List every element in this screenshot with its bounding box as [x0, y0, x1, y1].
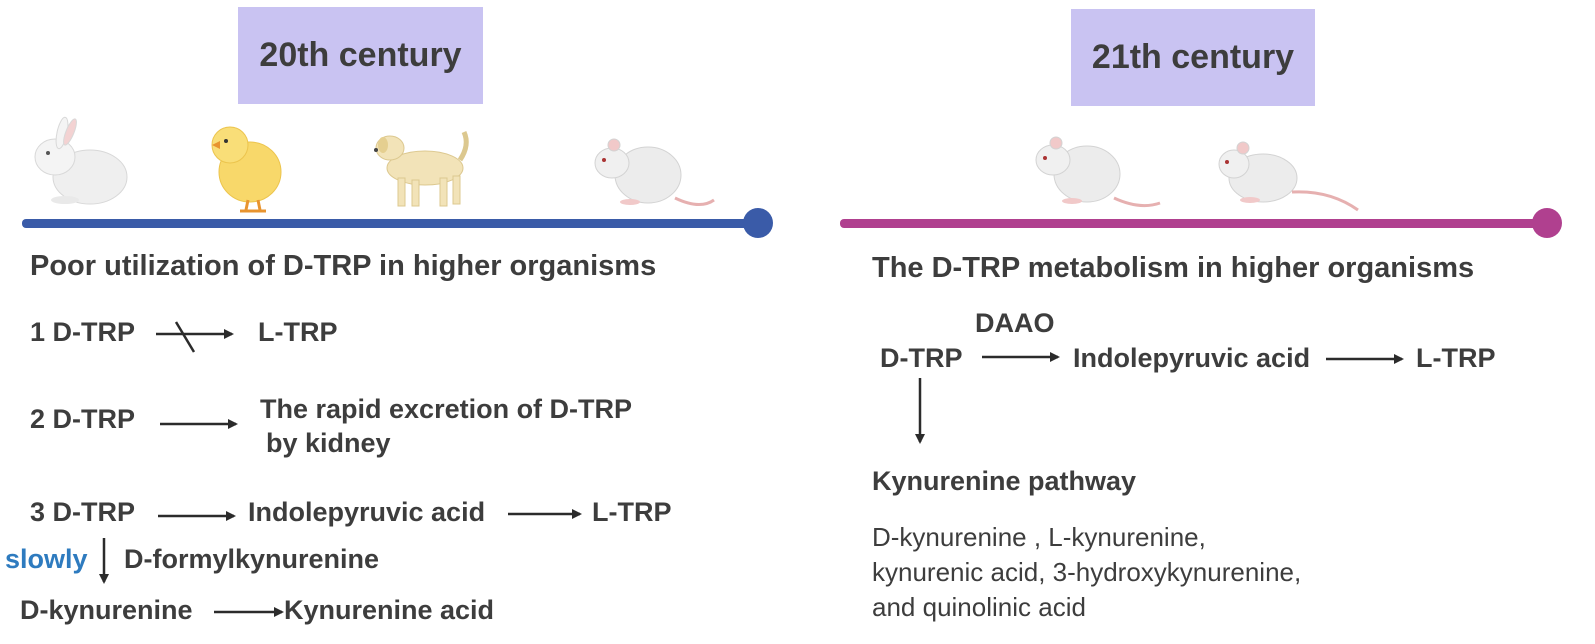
rat-icon — [594, 138, 715, 206]
timeline-end-dot-20th — [743, 208, 773, 238]
item2-from: 2 D-TRP — [30, 404, 136, 434]
right-mid: Indolepyruvic acid — [1073, 343, 1311, 373]
item3-bottom-from: D-kynurenine — [20, 595, 193, 625]
item1-to: L-TRP — [258, 317, 338, 347]
heading-20th: Poor utilization of D-TRP in higher orga… — [30, 250, 657, 282]
item3-from: 3 D-TRP — [30, 497, 136, 527]
products-line3: and quinolinic acid — [872, 592, 1086, 622]
item3-branch: D-formylkynurenine — [124, 544, 380, 574]
timeline-end-dot-21th — [1532, 208, 1562, 238]
item3-mid: Indolepyruvic acid — [248, 497, 486, 527]
pathway-label: Kynurenine pathway — [872, 466, 1137, 496]
era-label-21th: 21th century — [1091, 38, 1295, 76]
rabbit-icon — [34, 116, 128, 205]
era-box-21th: 21th century — [1071, 9, 1315, 106]
era-label-20th: 20th century — [259, 36, 462, 74]
rat-icon — [1035, 136, 1161, 208]
products-line1: D-kynurenine , L-kynurenine, — [872, 522, 1206, 552]
item2-to-line2: by kidney — [266, 428, 391, 458]
item2-to-line1: The rapid excretion of D-TRP — [260, 394, 633, 424]
enzyme-label: DAAO — [975, 308, 1055, 338]
item1-block-slash — [174, 321, 196, 353]
item3-bottom-to: Kynurenine acid — [284, 595, 495, 625]
mouse-icon — [1218, 141, 1359, 212]
era-box-20th: 20th century — [238, 7, 483, 104]
chick-icon — [211, 126, 282, 213]
right-from: D-TRP — [880, 343, 963, 373]
item3-to: L-TRP — [592, 497, 672, 527]
dog-icon — [374, 130, 469, 207]
timeline-20th — [22, 219, 757, 228]
timeline-21th — [840, 219, 1545, 228]
item1-from: 1 D-TRP — [30, 317, 136, 347]
heading-21th: The D-TRP metabolism in higher organisms — [872, 252, 1475, 284]
right-to: L-TRP — [1416, 343, 1496, 373]
slowly-label: slowly — [5, 544, 88, 574]
products-line2: kynurenic acid, 3-hydroxykynurenine, — [872, 557, 1302, 587]
